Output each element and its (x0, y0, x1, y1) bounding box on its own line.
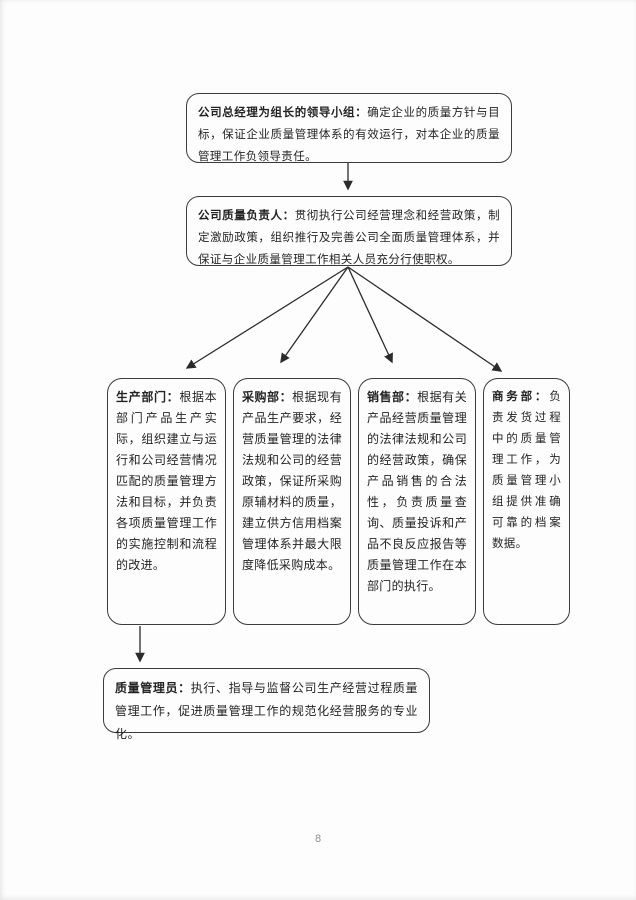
node-body: 贯彻执行公司经营理念和经营政策，制定激励政策，组织推行及完善公司全面质量管理体系… (198, 210, 500, 266)
flow-node-commerce-dept: 商务部：负责发货过程中的质量管理工作，为质量管理小组提供准确可靠的档案数据。 (483, 378, 570, 625)
arrow-director-to-purchasing-icon (280, 266, 349, 364)
flow-node-leadership-group: 公司总经理为组长的领导小组：确定企业的质量方针与目标，保证企业质量管理体系的有效… (186, 93, 512, 163)
node-title: 公司质量负责人： (198, 210, 295, 222)
node-body: 根据有关产品经营质量管理的法律法规和公司的经营政策，确保产品销售的合法性，负责质… (367, 390, 468, 593)
flow-node-quality-director: 公司质量负责人：贯彻执行公司经营理念和经营政策，制定激励政策，组织推行及完善公司… (186, 196, 512, 266)
node-body: 根据本部门产品生产实际，组织建立与运行和公司经营情况匹配的质量管理方法和目标，并… (116, 390, 217, 572)
node-title: 生产部门： (116, 390, 180, 404)
flow-node-purchasing-dept: 采购部：根据现有产品生产要求，经营质量管理的法律法规和公司的经营政策，保证所采购… (233, 378, 351, 625)
arrow-director-to-commerce-icon (347, 266, 503, 372)
node-title: 公司总经理为组长的领导小组： (198, 107, 368, 119)
node-title: 销售部： (367, 390, 418, 404)
arrow-director-to-production-icon (185, 266, 349, 369)
flow-node-quality-manager: 质量管理员：执行、指导与监督公司生产经营过程质量管理工作，促进质量管理工作的规范… (103, 668, 430, 741)
flow-node-sales-dept: 销售部：根据有关产品经营质量管理的法律法规和公司的经营政策，确保产品销售的合法性… (358, 378, 476, 625)
node-title: 商务部： (492, 391, 550, 403)
node-body: 根据现有产品生产要求，经营质量管理的法律法规和公司的经营政策，保证所采购原辅材料… (242, 390, 343, 572)
node-body: 负责发货过程中的质量管理工作，为质量管理小组提供准确可靠的档案数据。 (492, 391, 561, 550)
arrow-director-to-sales-icon (347, 266, 393, 364)
node-title: 采购部： (242, 390, 293, 404)
page-number: 8 (314, 833, 322, 845)
node-body: 确定企业的质量方针与目标，保证企业质量管理体系的有效运行，对本企业的质量管理工作… (198, 107, 500, 163)
flow-node-production-dept: 生产部门：根据本部门产品生产实际，组织建立与运行和公司经营情况匹配的质量管理方法… (107, 378, 226, 625)
node-body: 执行、指导与监督公司生产经营过程质量管理工作，促进质量管理工作的规范化经营服务的… (115, 681, 418, 741)
node-title: 质量管理员： (115, 681, 191, 695)
